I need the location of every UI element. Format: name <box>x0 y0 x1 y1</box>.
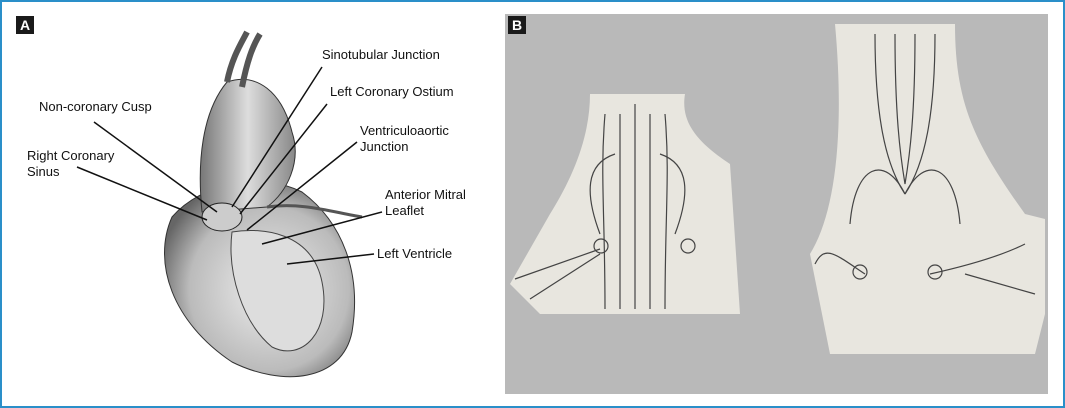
sketch-circle <box>927 264 943 280</box>
leader-line <box>246 141 358 231</box>
vortex-lines <box>589 153 686 235</box>
outflow-lines <box>514 248 601 300</box>
vortex-lines <box>849 169 961 225</box>
sketch-circle <box>680 238 696 254</box>
leader-line <box>76 166 208 221</box>
panel-a-label: A <box>16 16 34 34</box>
label-mitral-1: Anterior Mitral <box>385 187 466 202</box>
leader-line <box>286 253 375 265</box>
sketch-right-paper <box>810 24 1045 354</box>
flow-lines <box>874 33 936 195</box>
panel-b-label: B <box>508 16 526 34</box>
aortic-valve <box>201 202 243 232</box>
label-left-coronary-ostium: Left Coronary Ostium <box>330 84 454 99</box>
label-left-ventricle: Left Ventricle <box>377 246 453 261</box>
flow-lines <box>602 104 668 310</box>
left-ventricle-cavity <box>230 229 325 352</box>
leader-line <box>261 211 383 245</box>
label-right-coronary-2: Sinus <box>27 164 60 179</box>
label-ventriculoaortic-1: Ventriculoaortic <box>360 123 449 138</box>
aorta <box>199 78 296 213</box>
label-right-coronary-1: Right Coronary <box>27 148 115 163</box>
sketch-left-paper <box>510 94 740 314</box>
aortic-branches <box>224 30 263 88</box>
panel-b: B <box>505 14 1048 394</box>
sketch-right-flow <box>814 33 1036 295</box>
inflow-lines <box>814 243 1036 295</box>
label-ventriculoaortic-2: Junction <box>360 139 409 154</box>
heart-illustration <box>76 30 383 378</box>
label-mitral-2: Leaflet <box>385 203 425 218</box>
sketch-left-flow <box>514 104 696 310</box>
leader-line <box>231 66 323 208</box>
leader-lines <box>76 66 383 265</box>
flow-sketches <box>510 24 1045 354</box>
sketch-circle <box>593 238 609 254</box>
sketch-circle <box>852 264 868 280</box>
label-sinotubular-junction: Sinotubular Junction <box>322 47 440 62</box>
leader-line <box>239 103 328 215</box>
leader-line <box>93 121 218 213</box>
label-non-coronary-cusp: Non-coronary Cusp <box>39 99 152 114</box>
